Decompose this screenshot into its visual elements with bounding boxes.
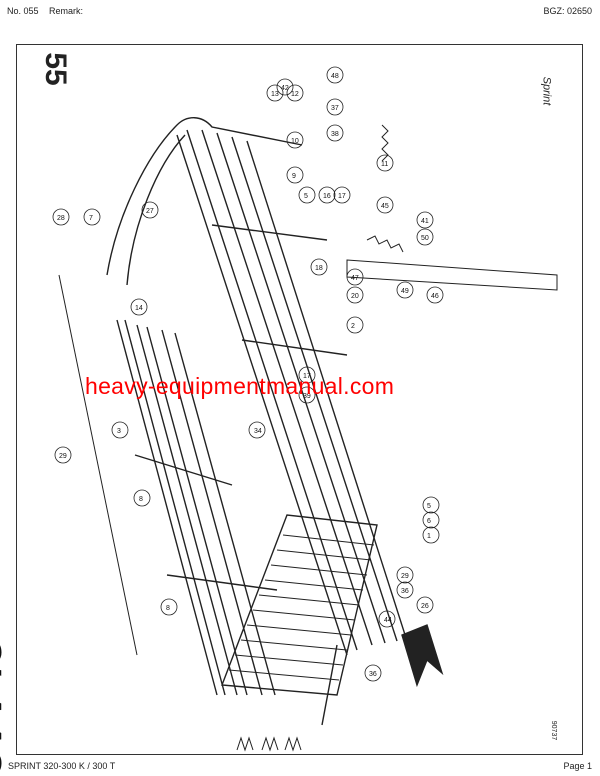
callout: 39 <box>303 393 311 400</box>
drawing-frame <box>16 44 583 755</box>
callout: 7 <box>89 215 93 222</box>
model-title: Sprint <box>540 76 553 106</box>
callout: 5 <box>304 193 308 200</box>
callout: 5 <box>427 503 431 510</box>
callout: 6 <box>427 518 431 525</box>
callout: 3 <box>117 428 121 435</box>
callout: 13 <box>271 91 279 98</box>
header-left: No. 055 Remark: <box>7 6 91 16</box>
callout: 41 <box>421 218 429 225</box>
parts-diagram: 42 48 37 38 11 13 12 10 9 28 27 7 5 16 1… <box>52 66 558 752</box>
callout: 36 <box>369 671 377 678</box>
callout: 17 <box>338 193 346 200</box>
callout: 27 <box>146 208 154 215</box>
callout: 37 <box>331 105 339 112</box>
callout: 28 <box>57 215 65 222</box>
remark-label: Remark: <box>49 6 84 16</box>
callout: 20 <box>351 293 359 300</box>
callout: 12 <box>291 91 299 98</box>
callout: 1 <box>427 533 431 540</box>
callout: 2 <box>351 323 355 330</box>
callout: 45 <box>381 203 389 210</box>
callout: 18 <box>315 265 323 272</box>
callout: 8 <box>166 605 170 612</box>
callout: 34 <box>254 428 262 435</box>
callout: 42 <box>281 85 289 92</box>
callout: 36 <box>401 588 409 595</box>
callout: 47 <box>351 275 359 282</box>
drawing-code: 90737 <box>550 720 558 741</box>
brand-logo: CLAAS <box>0 635 8 776</box>
bgz-code: BGZ: 02650 <box>543 6 592 16</box>
callout: 14 <box>135 305 143 312</box>
footer-model: SPRINT 320-300 K / 300 T <box>8 761 116 771</box>
callout: 8 <box>139 496 143 503</box>
footer-page: Page 1 <box>563 761 592 771</box>
callout: 11 <box>381 161 388 168</box>
page-number: 55 <box>39 52 72 86</box>
callout: 26 <box>421 603 429 610</box>
callout: 16 <box>323 193 331 200</box>
callout: 44 <box>384 617 392 624</box>
callout: 29 <box>401 573 409 580</box>
callout: 29 <box>59 453 67 460</box>
callout: 10 <box>291 138 299 145</box>
callout: 38 <box>331 131 339 138</box>
callout: 48 <box>331 73 339 80</box>
callout: 46 <box>431 293 439 300</box>
callout: 9 <box>292 173 296 180</box>
callout: 17 <box>303 373 311 380</box>
document-number: No. 055 <box>7 6 39 16</box>
watermark-text: heavy-equipmentmanual.com <box>85 373 395 399</box>
callout: 49 <box>401 288 409 295</box>
callout: 50 <box>421 235 429 242</box>
